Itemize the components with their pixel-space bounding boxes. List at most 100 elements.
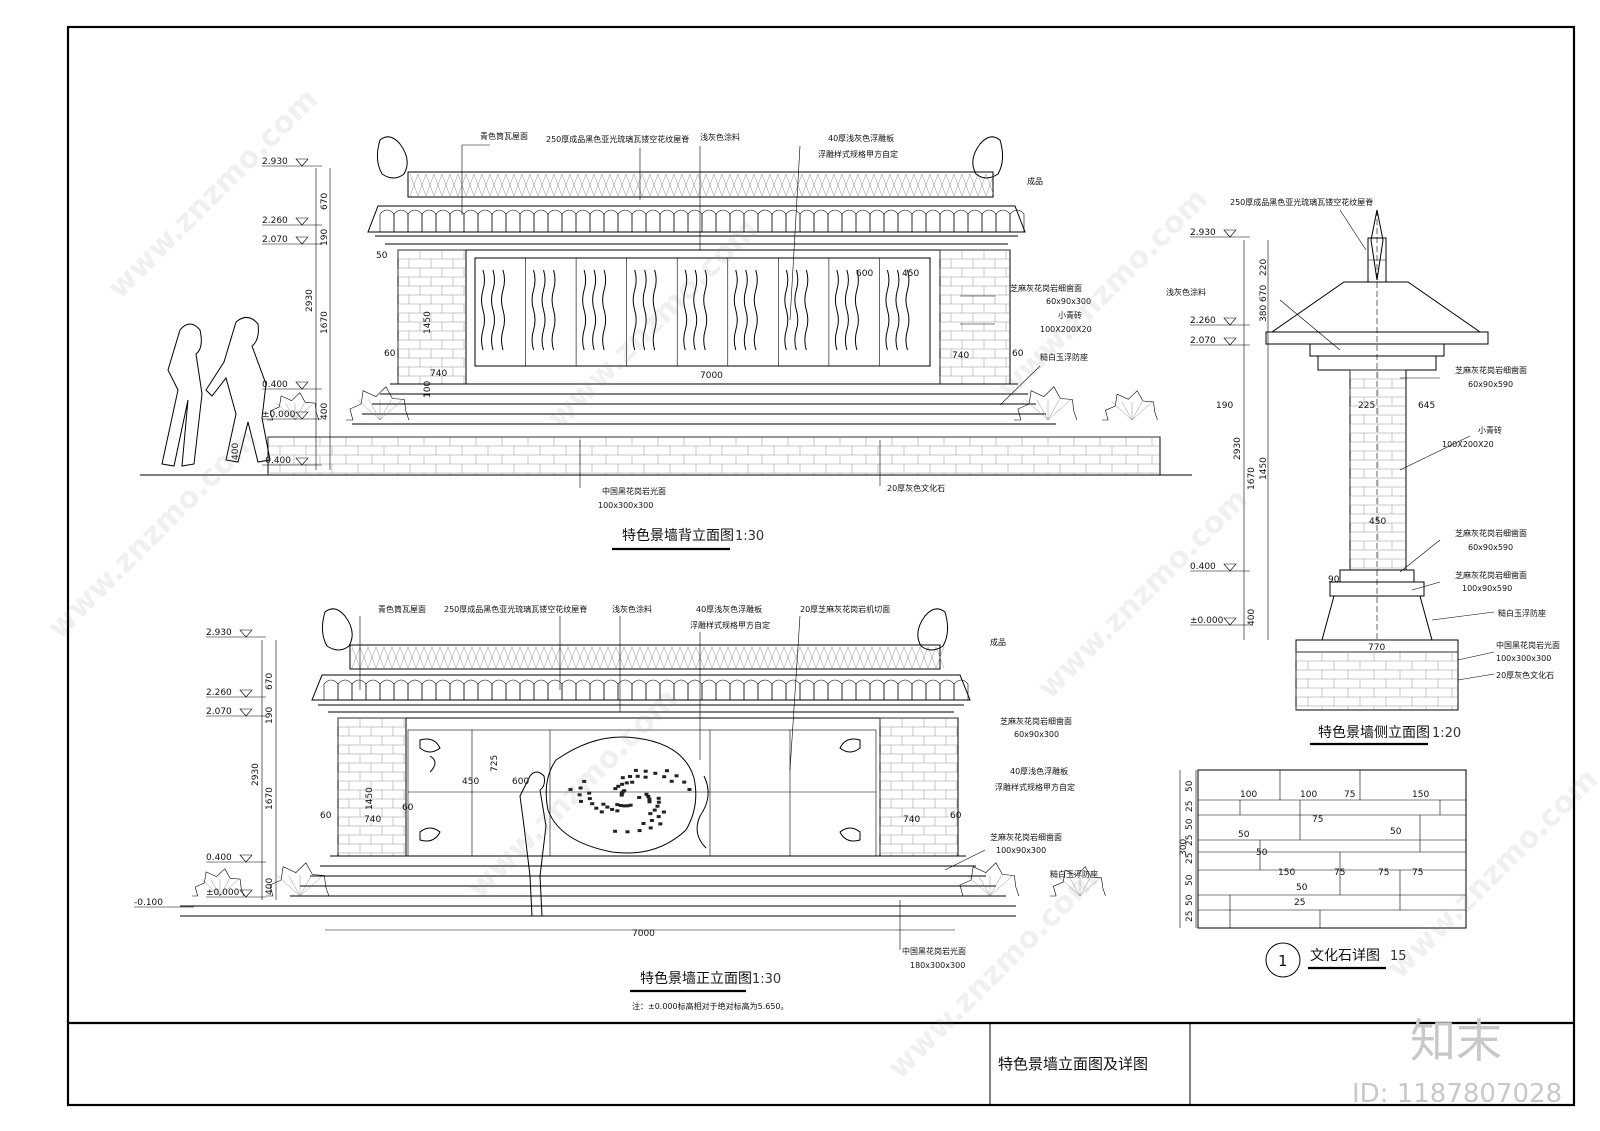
stone-dim: 50: [1185, 894, 1195, 906]
back-scale: 1:30: [735, 529, 764, 544]
front-label-relief-light: 40厚浅色浮雕板: [1010, 766, 1068, 776]
stone-dim: 25: [1185, 853, 1195, 864]
back-dim-600: 600: [856, 269, 873, 279]
stone-dim: 75: [1412, 868, 1423, 878]
stone-dim: 50: [1185, 874, 1195, 886]
side-dim-190: 190: [1216, 401, 1233, 411]
side-label-granite3: 芝麻灰花岗岩细凿面: [1455, 570, 1527, 580]
side-dim-225: 225: [1358, 401, 1375, 411]
back-dim-740-left: 740: [430, 369, 447, 379]
level-marker: 2.070: [206, 707, 232, 717]
front-label-black-granite: 中国黑花岗岩光面: [902, 946, 966, 956]
back-label-black-granite: 中国黑花岗岩光面: [602, 486, 666, 496]
level-marker: 2.070: [1190, 336, 1216, 346]
front-label-granite-cut: 20厚芝麻灰花岗岩机切面: [800, 604, 890, 614]
front-label-granite2-size: 100x90x300: [996, 846, 1046, 855]
side-label-paint: 浅灰色涂料: [1166, 287, 1206, 297]
level-marker: ±0.000: [1190, 616, 1224, 626]
front-dim-740-left: 740: [364, 815, 381, 825]
stone-dim: 150: [1412, 790, 1429, 800]
back-dim-7000: 7000: [700, 371, 723, 381]
watermark-1: www.znzmo.com: [101, 82, 325, 306]
back-dim-740-right: 740: [952, 351, 969, 361]
front-label-granite-size: 60x90x300: [1014, 730, 1059, 739]
level-marker: 2.260: [262, 216, 288, 226]
front-label-granite2: 芝麻灰花岗岩细凿面: [990, 832, 1062, 842]
level-marker: 2.260: [1190, 316, 1216, 326]
watermark-4: www.znzmo.com: [41, 422, 265, 646]
front-dim-670: 670: [265, 673, 275, 690]
side-dim-90: 90: [1328, 575, 1340, 585]
front-dim-2930: 2930: [251, 763, 261, 786]
front-dim-450: 450: [462, 777, 479, 787]
side-dim-400: 400: [1247, 609, 1257, 626]
front-title: 特色景墙正立面图: [640, 970, 752, 987]
front-dim-400: 400: [265, 878, 275, 895]
front-dim-60a: 60: [320, 811, 332, 821]
level-marker: 2.070: [262, 235, 288, 245]
side-dim-670: 670: [1259, 285, 1269, 302]
stone-dim: 75: [1344, 790, 1355, 800]
back-dim-60b: 60: [1012, 349, 1024, 359]
stone-dim: 100: [1300, 790, 1317, 800]
side-scale: 1:20: [1432, 726, 1461, 741]
side-label-black-granite: 中国黑花岗岩光面: [1496, 640, 1560, 650]
back-dim-400a: 400: [320, 403, 330, 420]
drawing-title: 特色景墙立面图及详图: [998, 1055, 1148, 1073]
back-dim-1670: 1670: [320, 311, 330, 334]
detail-scale: 15: [1390, 949, 1407, 964]
front-dim-190: 190: [265, 707, 275, 724]
front-label-ridge: 250厚成品黑色亚光琉璃瓦镂空花纹屋脊: [444, 604, 587, 614]
side-label-granite2-size: 60x90x590: [1468, 543, 1513, 552]
front-label-relief: 40厚浅灰色浮雕板: [696, 604, 762, 614]
front-label-finished: 成品: [990, 637, 1006, 647]
back-dim-190: 190: [320, 229, 330, 246]
back-label-relief: 40厚浅灰色浮雕板: [828, 133, 894, 143]
side-label-base: 糙白玉浮防座: [1498, 608, 1546, 618]
stone-dim: 150: [1278, 868, 1295, 878]
back-dim-2930: 2930: [305, 289, 315, 312]
detail-number-circle: [1265, 942, 1301, 978]
stone-dim: 75: [1312, 815, 1323, 825]
side-dim-770: 770: [1368, 643, 1385, 653]
detail-number: 1: [1278, 952, 1288, 970]
front-label-relief-light-note: 浮雕样式规格甲方自定: [995, 782, 1075, 792]
side-dim-645: 645: [1418, 401, 1435, 411]
stone-dim: 25: [1294, 898, 1305, 908]
stone-dim: 100: [1240, 790, 1257, 800]
front-label-paint: 浅灰色涂料: [612, 604, 652, 614]
front-label-black-granite-size: 180x300x300: [910, 961, 965, 970]
stone-dim: 50: [1296, 883, 1308, 893]
map-relief: [545, 736, 697, 854]
front-dim-7000: 7000: [632, 929, 655, 939]
side-dim-220: 220: [1259, 259, 1269, 276]
level-marker: 2.930: [1190, 228, 1216, 238]
side-dim-1670: 1670: [1247, 467, 1257, 490]
stone-dim: 300: [1179, 839, 1189, 856]
level-marker: 2.260: [206, 688, 232, 698]
level-marker: -0.100: [134, 898, 163, 908]
stone-dim: 50: [1185, 780, 1195, 792]
level-marker: ±0.000: [262, 410, 296, 420]
back-label-culture-stone: 20厚灰色文化石: [887, 483, 945, 493]
level-marker: ±0.000: [206, 888, 240, 898]
front-label-base: 糙白玉浮防座: [1050, 869, 1098, 879]
back-dim-60a: 60: [384, 349, 396, 359]
level-marker: 2.930: [206, 628, 232, 638]
front-dim-740-right: 740: [903, 815, 920, 825]
stone-dim: 50: [1238, 830, 1250, 840]
back-dim-450: 450: [902, 269, 919, 279]
level-marker: 0.400: [1190, 562, 1216, 572]
stone-dim: 25: [1185, 835, 1195, 846]
side-label-culture-stone: 20厚灰色文化石: [1496, 670, 1554, 680]
front-dim-1450: 1450: [365, 787, 375, 810]
side-label-granite3-size: 100x90x590: [1462, 584, 1512, 593]
side-dim-1450: 1450: [1259, 457, 1269, 480]
watermark-7: www.znzmo.com: [881, 862, 1105, 1086]
stone-dim: 50: [1185, 818, 1195, 830]
front-scale: 1:30: [752, 972, 781, 987]
